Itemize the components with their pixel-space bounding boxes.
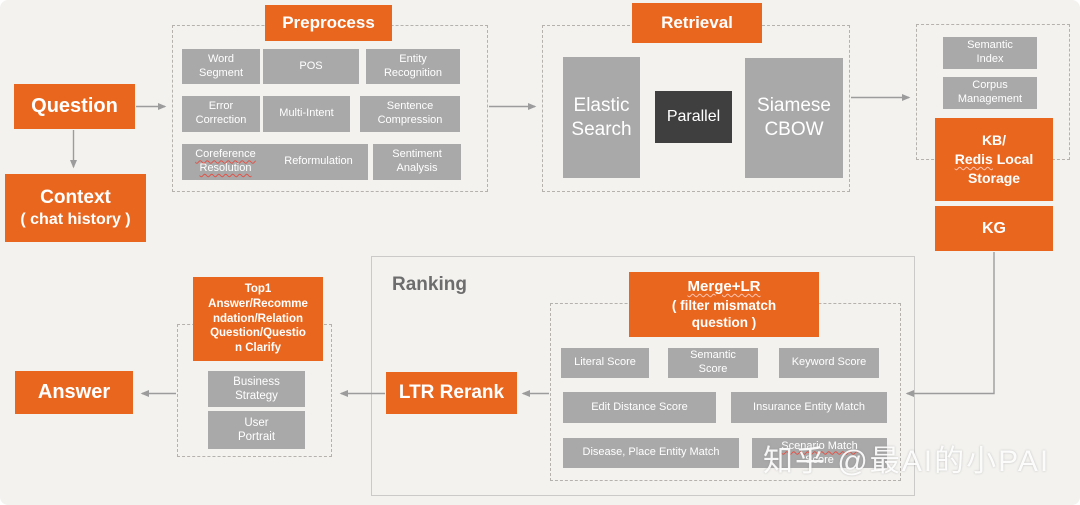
kb-redis-storage-node: KB/ Redis Local Storage xyxy=(935,118,1053,201)
elastic-search-node: Elastic Search xyxy=(563,57,640,178)
merge-lr-subtitle: ( filter mismatch question ) xyxy=(671,297,777,331)
preprocess-title: Preprocess xyxy=(265,5,392,41)
preprocess-item-sentence-compression: Sentence Compression xyxy=(360,96,460,132)
score-keyword: Keyword Score xyxy=(779,348,879,378)
ranking-group xyxy=(371,256,915,496)
score-insurance-entity-match: Insurance Entity Match xyxy=(731,392,887,423)
context-subtitle: ( chat history ) xyxy=(20,210,131,228)
scenario-match-line2: Score xyxy=(805,454,834,466)
kb-line1: KB/ xyxy=(981,132,1007,149)
preprocess-item-pos: POS xyxy=(263,49,359,84)
context-title: Context xyxy=(40,187,111,209)
semantic-index-node: Semantic Index xyxy=(943,37,1037,69)
preprocess-item-error-correction: Error Correction xyxy=(182,96,260,132)
preprocess-item-multi-intent: Multi-Intent xyxy=(263,96,350,132)
answer-node: Answer xyxy=(15,371,133,414)
coreference-resolution-label: Coreference Resolution xyxy=(195,148,256,174)
top1-line4: Question/Questio xyxy=(210,327,306,340)
zhihu-watermark: 知乎 @最AI的小PAI xyxy=(763,445,1051,478)
kb-redis-word: Redis xyxy=(954,151,993,168)
corpus-management-node: Corpus Management xyxy=(943,77,1037,109)
preprocess-item-entity-recognition: Entity Recognition xyxy=(366,49,460,84)
kb-line3: Storage xyxy=(967,169,1021,186)
siamese-cbow-node: Siamese CBOW xyxy=(745,58,843,178)
parallel-badge: Parallel xyxy=(655,91,732,143)
retrieval-title: Retrieval xyxy=(632,3,762,43)
ltr-rerank-node: LTR Rerank xyxy=(386,372,517,414)
preprocess-item-coreference-resolution: Coreference Resolution xyxy=(182,144,269,180)
preprocess-item-sentiment-analysis: Sentiment Analysis xyxy=(373,144,461,180)
merge-lr-title: Merge+LR xyxy=(687,278,761,296)
score-literal: Literal Score xyxy=(561,348,649,378)
score-scenario-match: Scenario Match Score xyxy=(752,438,887,468)
top1-line1: Top1 xyxy=(244,283,272,296)
score-edit-distance: Edit Distance Score xyxy=(563,392,716,423)
ranking-title: Ranking xyxy=(392,274,467,295)
question-node: Question xyxy=(14,84,135,129)
top1-line3: ndation/Relation xyxy=(212,312,304,325)
context-node: Context ( chat history ) xyxy=(5,174,146,242)
arrow-kg-to-ranking xyxy=(905,252,995,397)
scenario-match-line1: Scenario Match xyxy=(781,439,858,452)
score-semantic: Semantic Score xyxy=(668,348,758,378)
top1-answer-node: Top1 Answer/Recomme ndation/Relation Que… xyxy=(193,277,323,361)
kg-node: KG xyxy=(935,206,1053,251)
user-portrait-node: User Portrait xyxy=(208,411,305,449)
business-strategy-node: Business Strategy xyxy=(208,371,305,407)
kb-line2: Redis Local xyxy=(955,150,1034,169)
merge-lr-node: Merge+LR ( filter mismatch question ) xyxy=(629,272,819,337)
top1-line5: n Clarify xyxy=(234,342,281,355)
kb-local-word: Local xyxy=(992,151,1034,168)
top1-line2: Answer/Recomme xyxy=(208,297,308,310)
preprocess-item-reformulation: Reformulation xyxy=(269,144,368,180)
score-disease-place-entity-match: Disease, Place Entity Match xyxy=(563,438,739,468)
preprocess-item-word-segment: Word Segment xyxy=(182,49,260,84)
